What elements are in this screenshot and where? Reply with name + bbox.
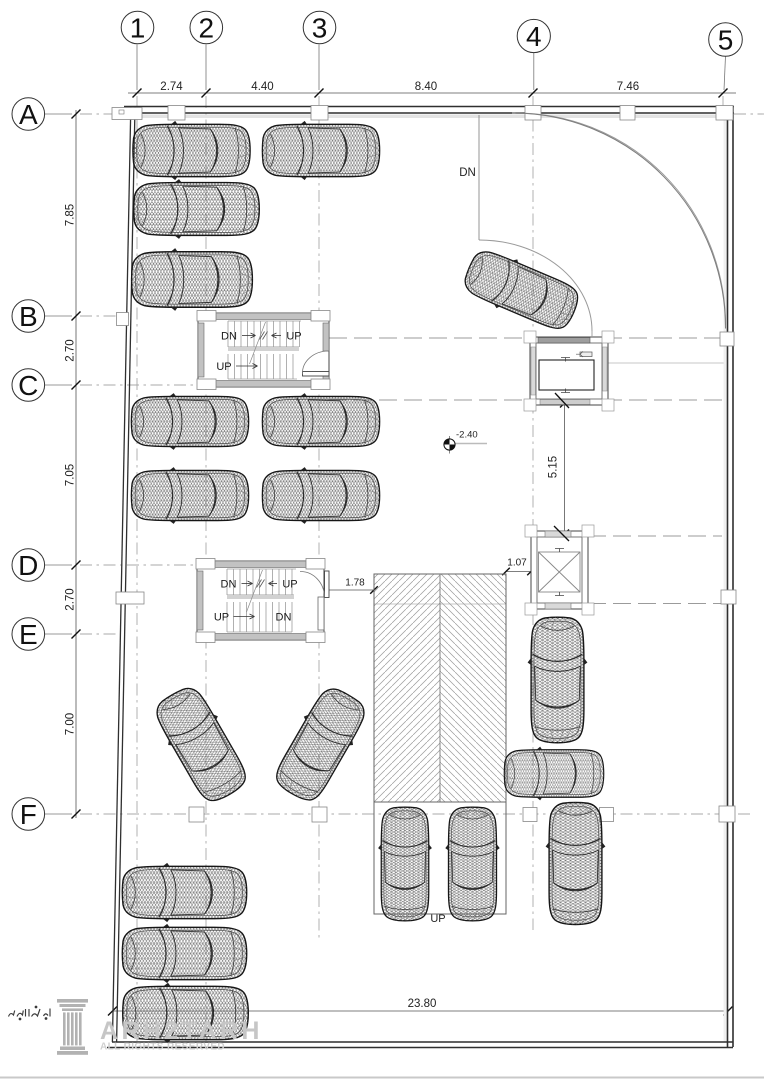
svg-text:2: 2: [199, 13, 215, 44]
svg-text:23.80: 23.80: [408, 998, 437, 1010]
svg-text:7.85: 7.85: [65, 204, 77, 226]
svg-text:DN: DN: [459, 167, 476, 179]
svg-text:UP: UP: [286, 331, 301, 343]
svg-text:7.00: 7.00: [65, 713, 77, 735]
svg-text:UP: UP: [214, 612, 229, 624]
svg-text:5: 5: [718, 25, 734, 56]
svg-text:1.07: 1.07: [507, 558, 527, 569]
svg-text:2.70: 2.70: [65, 339, 77, 361]
svg-text:UP: UP: [216, 361, 231, 373]
svg-text:DN: DN: [276, 612, 292, 624]
svg-text:E: E: [19, 619, 38, 650]
svg-text:1: 1: [130, 13, 146, 44]
svg-text:2.74: 2.74: [160, 81, 183, 93]
svg-text:1.78: 1.78: [345, 578, 365, 589]
svg-text:8.40: 8.40: [415, 81, 437, 93]
svg-text:ARH2TARH: ARH2TARH: [100, 1017, 263, 1045]
svg-text:7.05: 7.05: [65, 464, 77, 486]
svg-text:2.70: 2.70: [65, 588, 77, 610]
svg-text:DN: DN: [221, 579, 237, 591]
svg-text:C: C: [18, 370, 38, 401]
svg-text:D: D: [18, 550, 38, 581]
svg-text:3: 3: [312, 13, 328, 44]
svg-text:4.40: 4.40: [251, 81, 273, 93]
svg-text:7.46: 7.46: [617, 81, 639, 93]
svg-text:B: B: [19, 301, 38, 332]
svg-text:UP: UP: [282, 579, 297, 591]
svg-text:4: 4: [526, 21, 542, 52]
svg-text:UP: UP: [430, 913, 445, 925]
svg-text:5.15: 5.15: [548, 456, 560, 478]
svg-text:ALL RIGHTS RESERVED: ALL RIGHTS RESERVED: [100, 1042, 225, 1053]
svg-text:F: F: [20, 799, 37, 830]
svg-text:A: A: [19, 99, 38, 130]
svg-text:DN: DN: [221, 331, 237, 343]
svg-text:-2.40: -2.40: [456, 430, 478, 441]
